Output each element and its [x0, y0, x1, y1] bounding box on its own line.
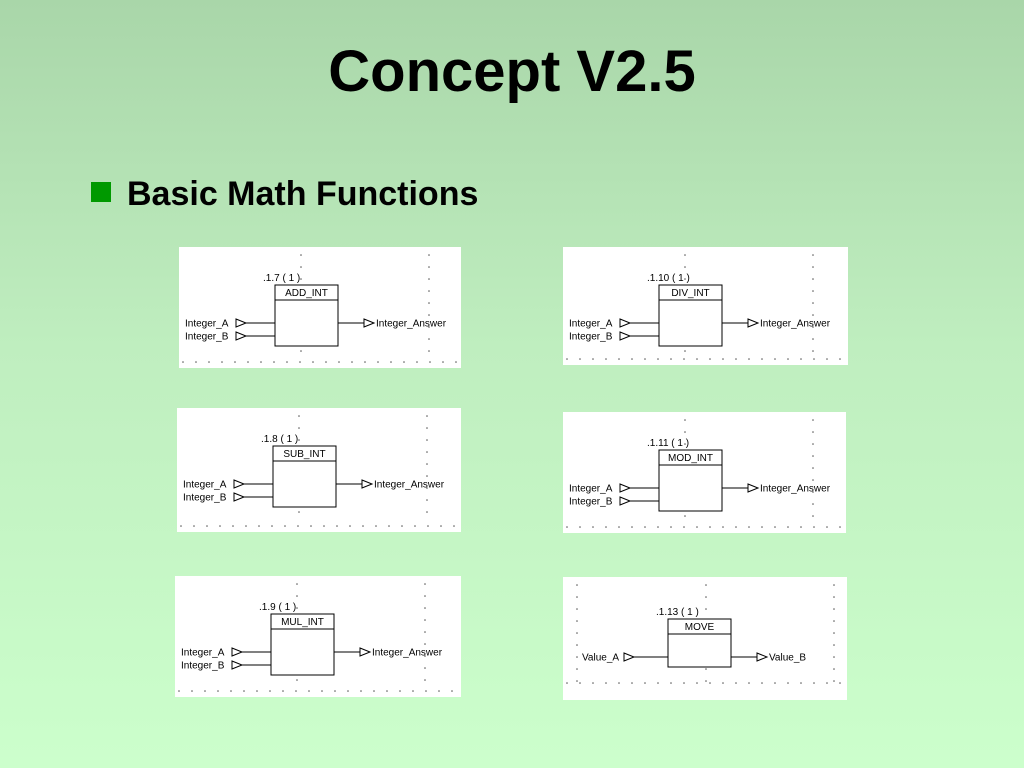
input-connector-arrow-icon [233, 479, 246, 489]
output-connector-arrow-icon [747, 318, 760, 328]
function-block-name: MOVE [685, 622, 715, 633]
input-variable-label[interactable]: Integer_B [569, 332, 613, 343]
block-instance-id: .1.10 ( 1 ) [647, 273, 690, 284]
output-variable-label[interactable]: Integer_Answer [760, 484, 831, 495]
input-variable-label[interactable]: Integer_A [569, 319, 613, 330]
input-connector-arrow-icon [233, 492, 246, 502]
block-instance-id: .1.8 ( 1 ) [261, 434, 298, 445]
input-connector-arrow-icon [619, 496, 632, 506]
input-variable-label[interactable]: Integer_A [183, 480, 227, 491]
grid-dots [178, 583, 453, 692]
function-block-box[interactable] [658, 284, 723, 347]
function-block-box[interactable] [270, 613, 335, 676]
output-connector-arrow-icon [363, 318, 376, 328]
output-connector-arrow-icon [359, 647, 372, 657]
input-variable-label[interactable]: Integer_B [185, 332, 229, 343]
input-variable-label[interactable]: Integer_A [185, 319, 229, 330]
input-variable-label[interactable]: Integer_B [183, 493, 227, 504]
input-variable-label[interactable]: Integer_A [181, 648, 225, 659]
output-variable-label[interactable]: Value_B [769, 653, 806, 664]
function-block-panel-mod: .1.11 ( 1 ) MOD_INT Integer_A Integer_B Inte… [563, 412, 846, 533]
output-variable-label[interactable]: Integer_Answer [374, 480, 445, 491]
function-block-panel-mul: .1.9 ( 1 ) MUL_INT Integer_A Integer_B Integ… [175, 576, 461, 697]
bullet-item: Basic Math Functions [91, 174, 478, 214]
input-connector-arrow-icon [619, 331, 632, 341]
grid-dots [566, 584, 841, 684]
function-block-name: SUB_INT [283, 449, 325, 460]
function-block-name: MOD_INT [668, 453, 713, 464]
function-block-panel-sub: .1.8 ( 1 ) SUB_INT Integer_A Integer_B Integ… [177, 408, 461, 532]
block-diagram-svg: .1.9 ( 1 ) MUL_INT Integer_A Integer_B Integ… [178, 583, 453, 692]
function-block-name: MUL_INT [281, 617, 324, 628]
input-variable-label[interactable]: Integer_A [569, 484, 613, 495]
function-block-box[interactable] [667, 618, 732, 668]
input-connector-arrow-icon [619, 483, 632, 493]
input-connector-arrow-icon [231, 660, 244, 670]
output-connector-arrow-icon [361, 479, 374, 489]
input-variable-label[interactable]: Value_A [582, 653, 619, 664]
input-connector-arrow-icon [231, 647, 244, 657]
block-diagram-svg: .1.13 ( 1 ) MOVE Value_A Value_B [566, 584, 841, 684]
function-block-name: DIV_INT [671, 288, 709, 299]
function-block-panel-div: .1.10 ( 1 ) DIV_INT Integer_A Integer_B Inte… [563, 247, 848, 365]
block-instance-id: .1.11 ( 1 ) [647, 438, 689, 449]
slide-title: Concept V2.5 [328, 39, 696, 104]
block-instance-id: .1.7 ( 1 ) [263, 273, 300, 284]
input-connector-arrow-icon [623, 652, 636, 662]
block-diagram-svg: .1.10 ( 1 ) DIV_INT Integer_A Integer_B Inte… [566, 254, 841, 360]
square-bullet-icon [91, 182, 111, 202]
function-block-box[interactable] [272, 445, 337, 508]
function-block-box[interactable] [658, 449, 723, 512]
output-variable-label[interactable]: Integer_Answer [760, 319, 831, 330]
function-block-box[interactable] [274, 284, 339, 347]
block-diagram-svg: .1.8 ( 1 ) SUB_INT Integer_A Integer_B Integ… [180, 415, 455, 527]
block-instance-id: .1.9 ( 1 ) [259, 602, 296, 613]
input-connector-arrow-icon [619, 318, 632, 328]
block-diagram-svg: .1.7 ( 1 ) ADD_INT Integer_A Integer_B Integ… [182, 254, 457, 363]
function-block-panel-add: .1.7 ( 1 ) ADD_INT Integer_A Integer_B Integ… [179, 247, 461, 368]
input-variable-label[interactable]: Integer_B [569, 497, 613, 508]
input-variable-label[interactable]: Integer_B [181, 661, 225, 672]
function-block-panel-move: .1.13 ( 1 ) MOVE Value_A Value_B [563, 577, 847, 700]
input-connector-arrow-icon [235, 318, 248, 328]
output-connector-arrow-icon [747, 483, 760, 493]
function-block-name: ADD_INT [285, 288, 328, 299]
bullet-text: Basic Math Functions [127, 174, 479, 213]
input-connector-arrow-icon [235, 331, 248, 341]
output-variable-label[interactable]: Integer_Answer [376, 319, 447, 330]
output-connector-arrow-icon [756, 652, 769, 662]
output-variable-label[interactable]: Integer_Answer [372, 648, 443, 659]
block-instance-id: .1.13 ( 1 ) [656, 607, 699, 618]
block-diagram-svg: .1.11 ( 1 ) MOD_INT Integer_A Integer_B Inte… [566, 419, 841, 528]
